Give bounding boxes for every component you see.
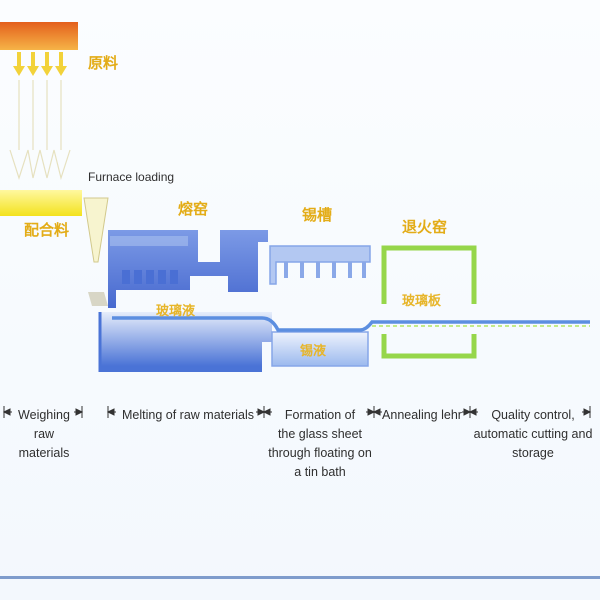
feed-lines (9, 80, 71, 181)
stage-melting-line-1: Melting of raw materials (122, 408, 254, 422)
raw-material-hopper (0, 22, 78, 50)
annealing-lehr (381, 245, 477, 359)
stage-annealing: Annealing lehr (378, 406, 466, 425)
tin-bath-label: 锡槽 (302, 206, 333, 224)
stage-quality-control-line-1: Quality control, (491, 408, 575, 422)
annealing-lehr-label: 退火窑 (402, 218, 448, 236)
glass-ribbon (112, 316, 590, 332)
melting-furnace (98, 230, 272, 372)
stage-formation-line-2: the glass sheet (277, 427, 363, 441)
stage-formation-line-1: Formation of (284, 408, 356, 422)
stage-annealing-line-1: Annealing lehr (382, 408, 462, 422)
batch-label: 配合料 (24, 221, 70, 239)
stage-dividers (2, 406, 592, 418)
stage-quality-control-line-2: automatic cutting and (473, 427, 593, 441)
feed-arrows (13, 52, 67, 76)
stage-weighing-line-1: Weighing (18, 408, 70, 422)
molten-tin-label: 锡液 (300, 344, 327, 359)
loading-chute (88, 292, 108, 306)
tin-bath (269, 245, 371, 367)
glass-sheet-label: 玻璃板 (402, 294, 442, 309)
raw-materials-label: 原料 (88, 54, 119, 72)
loading-funnel (83, 197, 109, 263)
furnace-loading-label: Furnace loading (88, 170, 175, 184)
stage-weighing-line-2: raw materials (18, 427, 70, 460)
stage-formation-line-4: a tin bath (294, 465, 346, 479)
stage-weighing: Weighing raw materials (8, 406, 80, 463)
batch-bar (0, 190, 82, 216)
bottom-rule (0, 576, 600, 579)
stage-quality-control: Quality control, automatic cutting and s… (472, 406, 594, 463)
stage-formation-line-3: through floating on (268, 446, 372, 460)
molten-glass-label: 玻璃液 (156, 304, 196, 319)
stage-melting: Melting of raw materials (118, 406, 258, 425)
melting-furnace-label: 熔窑 (178, 200, 209, 218)
stage-quality-control-line-3: storage (512, 446, 554, 460)
stage-formation: Formation of the glass sheet through flo… (266, 406, 374, 482)
